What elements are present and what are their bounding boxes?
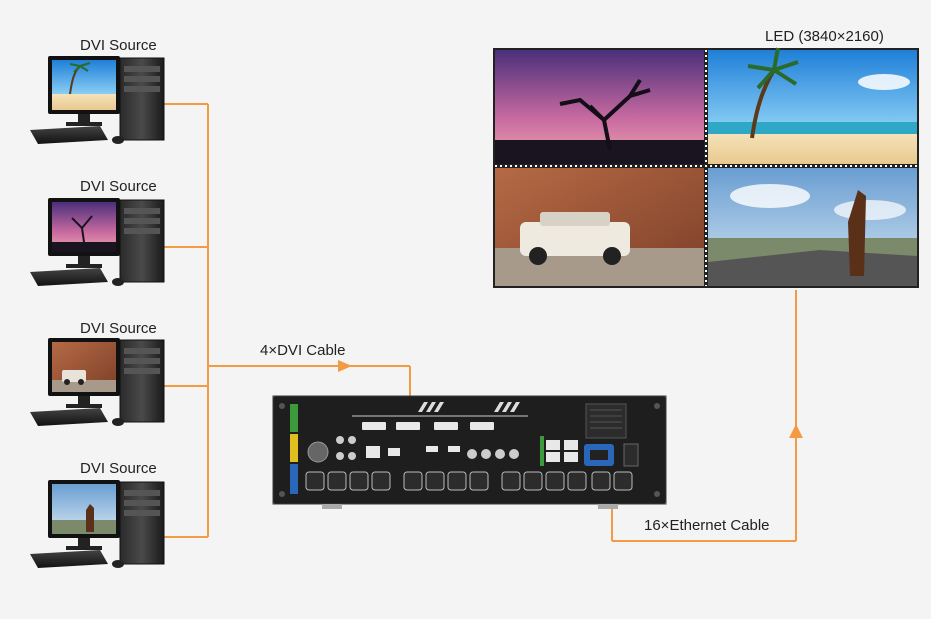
computer-1 xyxy=(30,56,165,144)
led-tile-suv-desert xyxy=(495,168,704,286)
video-processor xyxy=(272,395,667,509)
led-label: LED (3840×2160) xyxy=(765,28,884,45)
dvi-cable-label: 4×DVI Cable xyxy=(260,342,346,359)
dvi-cable-lines xyxy=(160,103,411,538)
dvi-source-label-2: DVI Source xyxy=(80,178,157,195)
ethernet-cable-label: 16×Ethernet Cable xyxy=(644,517,770,534)
ethernet-cable-lines xyxy=(611,290,797,542)
led-tile-palm-beach xyxy=(708,47,917,164)
dvi-source-label-4: DVI Source xyxy=(80,460,157,477)
led-tile-tree-sunset xyxy=(495,50,704,164)
computer-4 xyxy=(30,480,165,568)
dvi-source-label-1: DVI Source xyxy=(80,37,157,54)
led-wall xyxy=(493,47,919,288)
computer-3 xyxy=(30,338,165,426)
led-tile-horse-road xyxy=(708,168,917,286)
ethernet-arrow xyxy=(789,424,803,438)
dvi-source-label-3: DVI Source xyxy=(80,320,157,337)
computer-2 xyxy=(30,198,165,286)
dvi-arrow xyxy=(338,360,352,372)
